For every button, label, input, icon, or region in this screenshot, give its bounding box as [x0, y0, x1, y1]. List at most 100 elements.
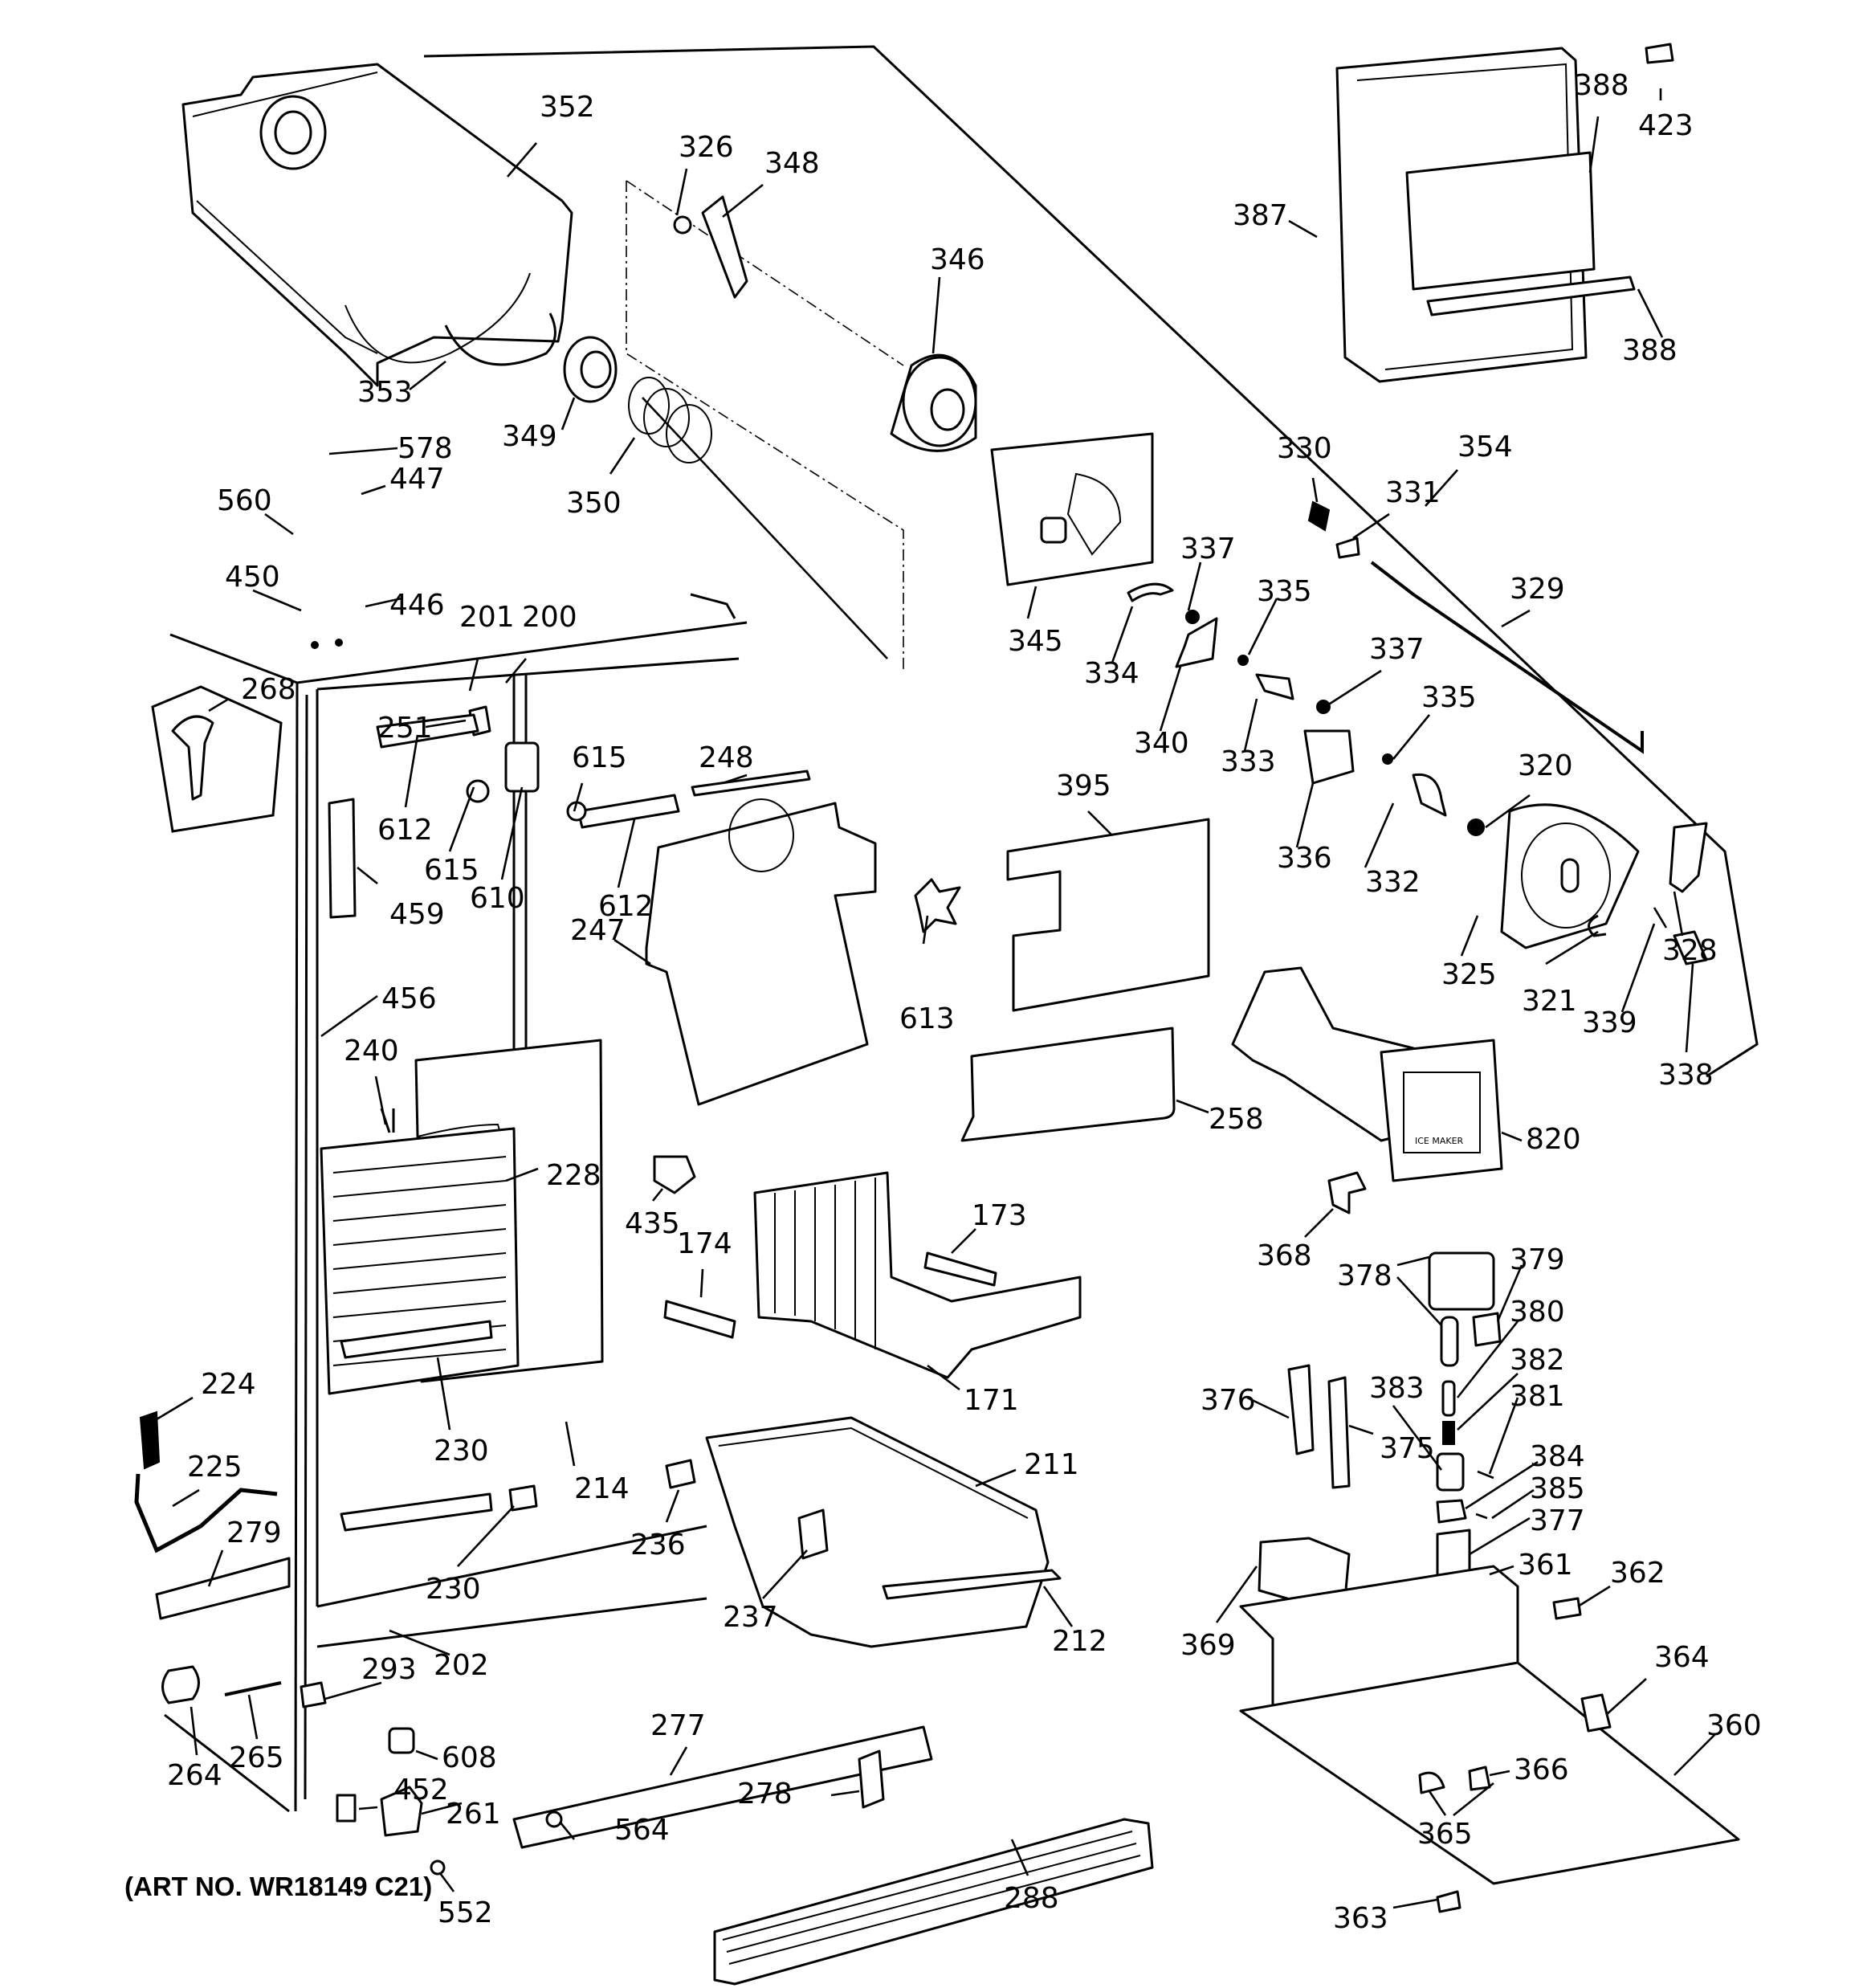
callout-171: 171 [964, 1384, 1019, 1417]
callout-331: 331 [1385, 476, 1441, 509]
part-364-plug [1580, 1693, 1612, 1733]
callout-615b: 615 [572, 741, 627, 774]
part-330-spring [1307, 500, 1331, 532]
part-171-basket [753, 1171, 1082, 1379]
callout-278: 278 [737, 1778, 793, 1810]
callout-330: 330 [1277, 432, 1332, 465]
callout-612a: 612 [377, 814, 433, 847]
callout-264: 264 [167, 1759, 222, 1792]
callout-277: 277 [650, 1709, 706, 1742]
part-325-housing [1500, 803, 1640, 949]
callout-339: 339 [1582, 1006, 1637, 1039]
part-820-ice-maker: ICE MAKER [1231, 966, 1503, 1182]
callout-288: 288 [1004, 1882, 1059, 1915]
callout-364: 364 [1654, 1641, 1710, 1674]
callout-387: 387 [1233, 199, 1288, 232]
part-236-bracket [665, 1459, 696, 1489]
callout-368: 368 [1257, 1239, 1312, 1272]
part-452-plate [336, 1794, 357, 1823]
part-380-pin [1441, 1380, 1456, 1417]
callout-333: 333 [1221, 745, 1276, 778]
callout-375: 375 [1380, 1432, 1435, 1465]
callout-435: 435 [625, 1207, 680, 1240]
callout-349: 349 [502, 420, 557, 453]
callout-321: 321 [1522, 985, 1577, 1018]
callout-366: 366 [1514, 1753, 1569, 1786]
part-383-sleeve [1436, 1452, 1465, 1492]
callout-230b: 230 [426, 1573, 481, 1606]
part-329-rod [1370, 561, 1644, 754]
part-379-bracket [1472, 1312, 1502, 1347]
part-321-clip [1588, 914, 1607, 937]
callout-446: 446 [389, 589, 445, 622]
part-384-cap [1436, 1499, 1467, 1524]
part-224-spring [139, 1410, 161, 1470]
cabinet-frame [164, 593, 748, 1813]
part-564-screw [545, 1810, 563, 1828]
dispenser-cam-parts [1127, 582, 1485, 836]
callout-224: 224 [201, 1368, 256, 1401]
callout-174: 174 [677, 1227, 732, 1260]
callout-258: 258 [1209, 1103, 1264, 1136]
callout-261: 261 [446, 1798, 501, 1831]
part-376-harness [1287, 1364, 1315, 1455]
part-381-pin [1477, 1470, 1494, 1480]
callout-337b: 337 [1369, 633, 1425, 666]
part-350-auger [628, 377, 888, 659]
part-247-duct [645, 769, 877, 1106]
callout-212: 212 [1052, 1625, 1107, 1658]
part-385-pin [1475, 1512, 1488, 1520]
callout-388b: 388 [1622, 334, 1678, 367]
part-230-clip [508, 1484, 538, 1512]
callout-325: 325 [1441, 958, 1497, 991]
part-258-cover [960, 1027, 1176, 1142]
callout-247: 247 [570, 914, 626, 947]
ice-maker-assembly-outline [423, 45, 1759, 1078]
callout-384: 384 [1530, 1440, 1585, 1473]
part-212-trim [882, 1569, 1062, 1600]
callout-237: 237 [723, 1601, 778, 1634]
part-610-thermostat [504, 741, 540, 793]
callout-610: 610 [470, 882, 525, 915]
callout-608: 608 [442, 1741, 497, 1774]
callout-353: 353 [357, 376, 413, 409]
callout-377: 377 [1530, 1504, 1585, 1537]
part-288-grille [713, 1818, 1154, 1986]
part-278-bracket [858, 1749, 885, 1809]
part-613-fan-blade [914, 878, 961, 933]
exploded-view-box [626, 181, 904, 671]
callout-452: 452 [393, 1774, 449, 1806]
callout-615a: 615 [424, 854, 479, 887]
callout-820: 820 [1526, 1123, 1581, 1156]
callout-354: 354 [1457, 431, 1513, 463]
callout-388a: 388 [1574, 69, 1629, 102]
callout-456: 456 [381, 982, 437, 1015]
callout-265: 265 [229, 1741, 284, 1774]
part-293-bracket [300, 1681, 327, 1708]
callout-211: 211 [1024, 1448, 1079, 1481]
ice-maker-label: ICE MAKER [1415, 1136, 1464, 1146]
callout-346: 346 [930, 243, 985, 276]
part-331-bracket [1335, 537, 1360, 559]
part-348-plate [701, 195, 748, 299]
part-378-plunger [1440, 1316, 1459, 1367]
callout-225: 225 [187, 1451, 243, 1484]
callout-578: 578 [397, 432, 453, 465]
callout-251: 251 [377, 712, 433, 745]
part-174-slide [663, 1300, 736, 1339]
callout-552: 552 [438, 1896, 493, 1929]
part-173-slide [923, 1251, 997, 1287]
callout-376: 376 [1201, 1384, 1256, 1417]
callout-352: 352 [540, 91, 595, 124]
callout-564: 564 [614, 1814, 670, 1847]
part-395-shield [1006, 818, 1210, 1012]
part-264-roller [161, 1665, 200, 1704]
callout-350: 350 [566, 487, 622, 520]
callout-336: 336 [1277, 842, 1332, 875]
part-360-base [1239, 1661, 1740, 1885]
callout-450: 450 [225, 561, 280, 594]
callout-248: 248 [699, 741, 754, 774]
callout-332: 332 [1365, 866, 1421, 899]
part-435-bracket [653, 1155, 696, 1194]
callout-381: 381 [1510, 1380, 1565, 1413]
